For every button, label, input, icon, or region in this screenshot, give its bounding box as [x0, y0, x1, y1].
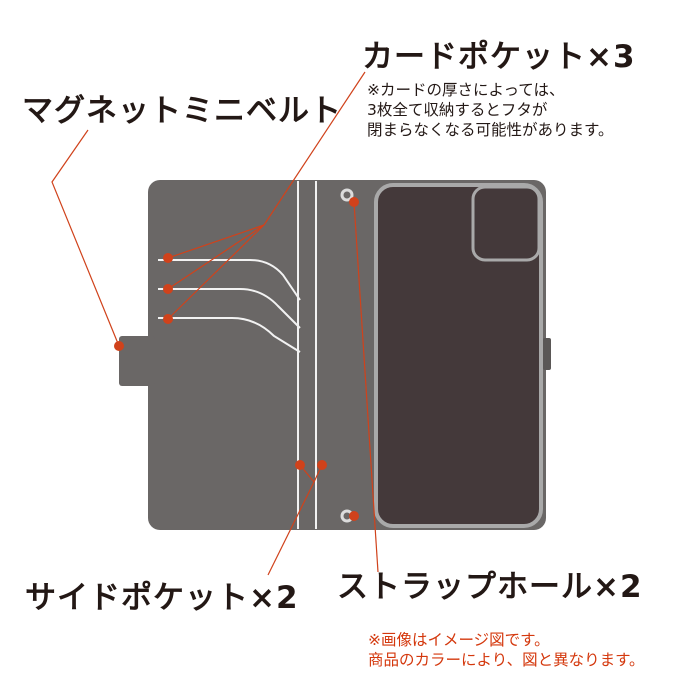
card-pocket-line-3: [158, 317, 301, 353]
image-note-line-1: ※画像はイメージ図です。: [368, 631, 550, 649]
card-note-line-3: 閉まらなくなる可能性があります。: [367, 121, 614, 139]
card-pocket-line-1: [158, 259, 301, 301]
leader-card-main: [263, 71, 366, 226]
side-pocket-label: サイドポケット×2: [25, 580, 299, 616]
camera-bump: [471, 185, 541, 262]
magnet-belt: [119, 336, 155, 386]
leader-strap: [353, 201, 379, 573]
phone-frame: [374, 183, 543, 528]
strap-hole-label: ストラップホール×2: [337, 569, 643, 605]
dot-magnet: [114, 341, 124, 351]
dot-strap-top: [349, 197, 359, 207]
leader-card-1: [167, 224, 265, 259]
strap-hole-bottom-inner: [343, 512, 351, 520]
leader-card-3: [167, 224, 265, 320]
card-pocket-line-2: [158, 288, 301, 329]
strap-hole-top-inner: [343, 191, 351, 199]
dot-side-1: [295, 460, 305, 470]
card-note-line-2: 3枚全て収納するとフタが: [367, 101, 548, 119]
leader-card-2: [167, 224, 265, 290]
dot-card-1: [163, 253, 173, 263]
dot-side-2: [317, 460, 327, 470]
side-tab: [543, 338, 551, 370]
image-note-line-2: 商品のカラーにより、図と異なります。: [368, 651, 645, 669]
leader-magnet: [51, 129, 120, 347]
dot-strap-bottom: [349, 511, 359, 521]
phone: [374, 183, 543, 528]
card-pockets: [158, 259, 301, 353]
image-note: ※画像はイメージ図です。 商品のカラーにより、図と異なります。: [368, 630, 645, 670]
dot-card-3: [163, 314, 173, 324]
card-pocket-label: カードポケット×3: [362, 39, 636, 75]
leader-side-main: [267, 481, 315, 576]
side-pockets: [297, 181, 317, 529]
magnet-belt-label: マグネットミニベルト: [22, 93, 342, 129]
card-note-line-1: ※カードの厚さによっては、: [367, 81, 565, 99]
dot-card-2: [163, 284, 173, 294]
card-pocket-note: ※カードの厚さによっては、 3枚全て収納するとフタが 閉まらなくなる可能性があり…: [367, 80, 613, 140]
leader-lines: [51, 71, 379, 576]
leader-dots: [114, 197, 359, 521]
